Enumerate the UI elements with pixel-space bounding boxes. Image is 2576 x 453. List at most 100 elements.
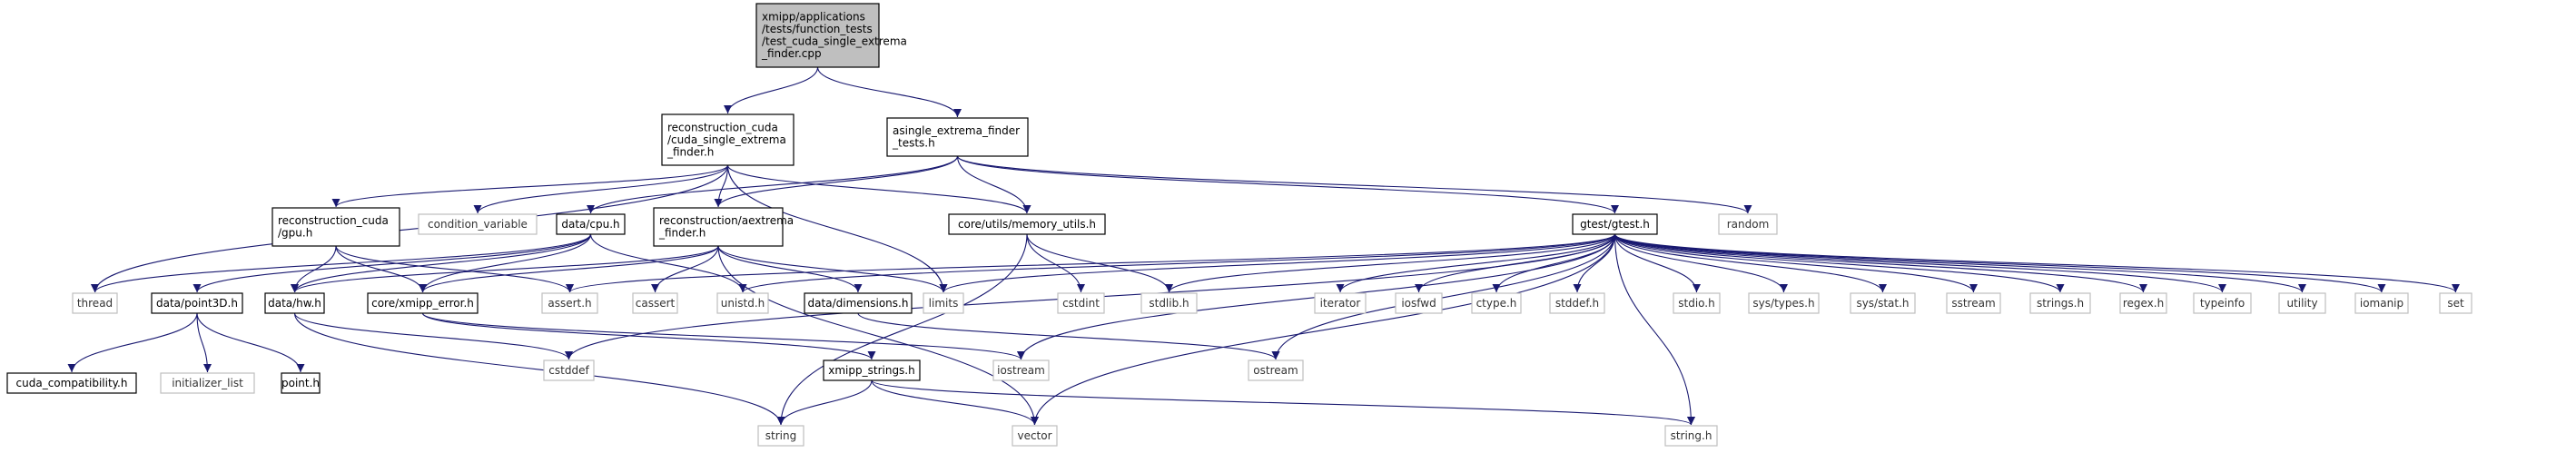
edge-rc_gpu-to-xmerr bbox=[335, 245, 427, 293]
edge-aextrema-to-dims bbox=[717, 245, 863, 293]
node-label-line: /cuda_single_extrema bbox=[667, 133, 786, 146]
node-label-line: thread bbox=[77, 297, 113, 310]
node-box bbox=[1850, 292, 1916, 314]
node-dims[interactable]: data/dimensions.h bbox=[804, 292, 913, 314]
node-label-line: reconstruction/aextrema bbox=[659, 214, 794, 227]
node-label-line: sys/types.h bbox=[1752, 297, 1814, 310]
node-asingle[interactable]: asingle_extrema_finder_tests.h bbox=[886, 117, 1029, 157]
node-label-line: sstream bbox=[1951, 297, 1995, 310]
node-box bbox=[6, 372, 137, 394]
node-memutils[interactable]: core/utils/memory_utils.h bbox=[948, 213, 1106, 235]
node-box bbox=[992, 359, 1050, 381]
node-label-line: gtest/gtest.h bbox=[1580, 218, 1650, 231]
node-stdlib: stdlib.h bbox=[1140, 292, 1198, 314]
node-box bbox=[2119, 292, 2167, 314]
edge-rc_cuda-to-aextrema bbox=[714, 164, 729, 208]
node-label-line: data/point3D.h bbox=[156, 297, 238, 310]
node-iosfwd: iosfwd bbox=[1395, 292, 1443, 314]
edge-rc_gpu-to-asserth bbox=[335, 245, 574, 293]
edge-gtest-to-stdio bbox=[1614, 233, 1701, 293]
node-label-line: limits bbox=[929, 297, 959, 310]
edge-gtest-to-systypes bbox=[1614, 233, 1788, 293]
node-rc_gpu[interactable]: reconstruction_cuda/gpu.h bbox=[271, 207, 400, 247]
node-condvar: condition_variable bbox=[418, 213, 538, 235]
node-label-line: _tests.h bbox=[892, 137, 935, 150]
node-label-line: core/xmipp_error.h bbox=[371, 297, 474, 310]
node-label-line: iosfwd bbox=[1401, 297, 1436, 310]
node-rc_cuda[interactable]: reconstruction_cuda/cuda_single_extrema_… bbox=[661, 113, 795, 166]
edge-cpu-to-thread bbox=[91, 233, 592, 293]
node-label-line: ostream bbox=[1253, 364, 1298, 377]
edge-rc_cuda-to-memutils bbox=[726, 164, 1031, 214]
node-box bbox=[757, 425, 804, 447]
edge-xmerr-to-iostream bbox=[421, 312, 1025, 360]
node-label-line: /test_cuda_single_extrema bbox=[762, 35, 907, 48]
node-label-line: set bbox=[2447, 297, 2464, 310]
node-root[interactable]: xmipp/applications/tests/function_tests/… bbox=[755, 3, 907, 68]
node-label-line: iomanip bbox=[2360, 297, 2403, 310]
node-box bbox=[823, 359, 921, 381]
node-box bbox=[264, 292, 325, 314]
node-box bbox=[556, 213, 626, 235]
node-label-line: stddef.h bbox=[1555, 297, 1599, 310]
edge-root-to-asingle bbox=[816, 66, 962, 118]
node-pointh[interactable]: point.h bbox=[281, 372, 321, 394]
node-xmstrings[interactable]: xmipp_strings.h bbox=[823, 359, 921, 381]
node-cassert: cassert bbox=[632, 292, 678, 314]
node-label-line: string.h bbox=[1671, 429, 1712, 442]
edge-gtest-to-stdlib bbox=[1165, 233, 1616, 293]
node-box bbox=[2193, 292, 2252, 314]
edge-gtest-to-unistd bbox=[738, 233, 1616, 293]
node-box bbox=[1057, 292, 1105, 314]
edge-gtest-to-asserth bbox=[566, 233, 1616, 293]
node-box bbox=[1549, 292, 1605, 314]
node-systypes: sys/types.h bbox=[1748, 292, 1820, 314]
node-cudacompat[interactable]: cuda_compatibility.h bbox=[6, 372, 137, 394]
edge-hw-to-string bbox=[293, 312, 785, 426]
node-box bbox=[2439, 292, 2472, 314]
node-box bbox=[2029, 292, 2091, 314]
node-utility: utility bbox=[2278, 292, 2326, 314]
node-box bbox=[1673, 292, 1721, 314]
node-regex: regex.h bbox=[2119, 292, 2167, 314]
node-label-line: string bbox=[765, 429, 796, 442]
node-box bbox=[418, 213, 538, 235]
node-aextrema[interactable]: reconstruction/aextrema_finder.h bbox=[653, 207, 794, 247]
node-label-line: _finder.h bbox=[658, 227, 706, 240]
node-cstdint: cstdint bbox=[1057, 292, 1105, 314]
node-box bbox=[367, 292, 479, 314]
node-cstddef: cstddef bbox=[543, 359, 595, 381]
node-label-line: regex.h bbox=[2123, 297, 2164, 310]
node-iostream: iostream bbox=[992, 359, 1050, 381]
edge-rc_cuda-to-condvar bbox=[473, 164, 729, 214]
node-strings: strings.h bbox=[2029, 292, 2091, 314]
node-gtest[interactable]: gtest/gtest.h bbox=[1572, 213, 1658, 235]
node-box bbox=[632, 292, 678, 314]
edge-memutils-to-string bbox=[776, 233, 1028, 426]
node-ctype: ctype.h bbox=[1471, 292, 1522, 314]
node-box bbox=[281, 372, 321, 394]
edge-asingle-to-random bbox=[956, 155, 1752, 214]
node-label-line: xmipp_strings.h bbox=[828, 364, 914, 377]
node-point3d[interactable]: data/point3D.h bbox=[151, 292, 243, 314]
node-sysstat: sys/stat.h bbox=[1850, 292, 1916, 314]
node-box bbox=[886, 117, 1029, 157]
edge-gtest-to-ostream bbox=[1271, 233, 1616, 360]
node-iomanip: iomanip bbox=[2354, 292, 2409, 314]
edge-xmerr-to-xmstrings bbox=[421, 312, 876, 360]
edge-rc_cuda-to-thread bbox=[91, 164, 729, 293]
edge-gtest-to-regex bbox=[1614, 233, 2147, 293]
node-hw[interactable]: data/hw.h bbox=[264, 292, 325, 314]
node-cpu[interactable]: data/cpu.h bbox=[556, 213, 626, 235]
node-label-line: ctype.h bbox=[1476, 297, 1517, 310]
node-vector: vector bbox=[1012, 425, 1058, 447]
node-box bbox=[804, 292, 913, 314]
edge-dims-to-ostream bbox=[857, 312, 1280, 360]
nodes-layer: xmipp/applications/tests/function_tests/… bbox=[6, 3, 2472, 447]
edge-xmstrings-to-vector bbox=[871, 379, 1039, 426]
node-label-line: data/cpu.h bbox=[561, 218, 619, 231]
edge-point3d-to-pointh bbox=[196, 312, 305, 373]
node-xmerr[interactable]: core/xmipp_error.h bbox=[367, 292, 479, 314]
node-box bbox=[948, 213, 1106, 235]
node-box bbox=[151, 292, 243, 314]
